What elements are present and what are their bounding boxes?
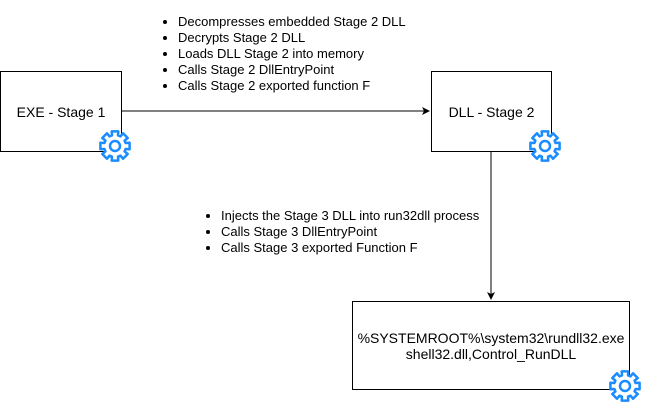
note-item: Decompresses embedded Stage 2 DLL (178, 14, 406, 30)
note-item: Calls Stage 3 exported Function F (221, 240, 479, 256)
note-item: Calls Stage 2 DllEntryPoint (178, 62, 406, 78)
stage2-to-3-notes: Injects the Stage 3 DLL into run32dll pr… (201, 208, 479, 256)
stage2-node[interactable]: DLL - Stage 2 (431, 71, 552, 152)
gear-icon (609, 370, 641, 402)
stage3-label-line1: %SYSTEMROOT%\system32\rundll32.exe (357, 329, 625, 346)
note-item: Injects the Stage 3 DLL into run32dll pr… (221, 208, 479, 224)
stage2-label: DLL - Stage 2 (448, 103, 535, 120)
note-item: Loads DLL Stage 2 into memory (178, 46, 406, 62)
stage1-label: EXE - Stage 1 (16, 103, 106, 120)
gear-icon (99, 130, 131, 162)
note-item: Calls Stage 3 DllEntryPoint (221, 224, 479, 240)
note-item: Decrypts Stage 2 DLL (178, 30, 406, 46)
stage3-node[interactable]: %SYSTEMROOT%\system32\rundll32.exe shell… (352, 301, 630, 390)
note-item: Calls Stage 2 exported function F (178, 78, 406, 94)
stage1-to-2-notes: Decompresses embedded Stage 2 DLL Decryp… (158, 14, 406, 94)
stage3-label-line2: shell32.dll,Control_RunDLL (405, 345, 577, 362)
gear-icon (529, 130, 561, 162)
